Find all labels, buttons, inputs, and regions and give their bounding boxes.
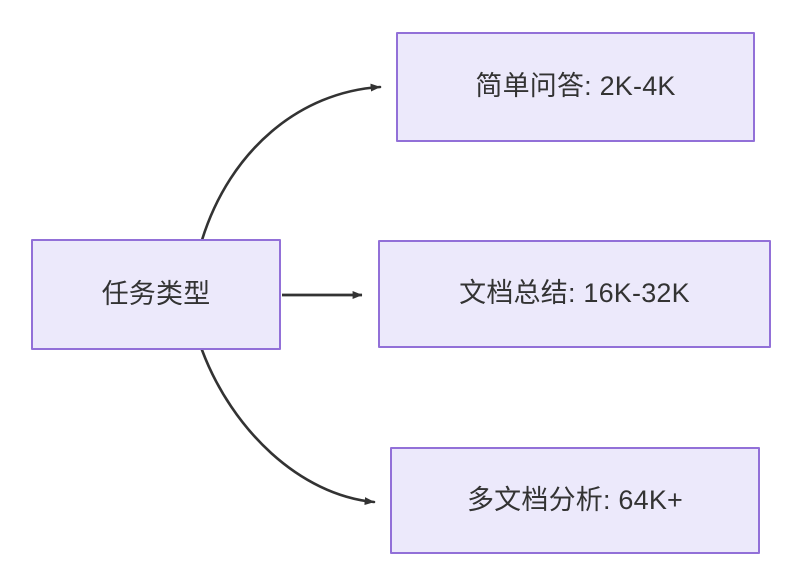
edge-root-to-multi-doc [200, 348, 376, 506]
node-doc-summary[interactable]: 文档总结: 16K-32K [378, 240, 771, 348]
node-task-type-label: 任务类型 [101, 278, 211, 309]
node-simple-qa-label: 简单问答: 2K-4K [475, 71, 676, 102]
node-simple-qa[interactable]: 简单问答: 2K-4K [396, 32, 755, 142]
node-multi-doc-label: 多文档分析: 64K+ [466, 484, 683, 515]
node-doc-summary-label: 文档总结: 16K-32K [459, 278, 690, 309]
edge-root-to-simple-qa [200, 83, 382, 242]
node-multi-doc[interactable]: 多文档分析: 64K+ [390, 447, 760, 554]
node-task-type[interactable]: 任务类型 [31, 239, 281, 350]
